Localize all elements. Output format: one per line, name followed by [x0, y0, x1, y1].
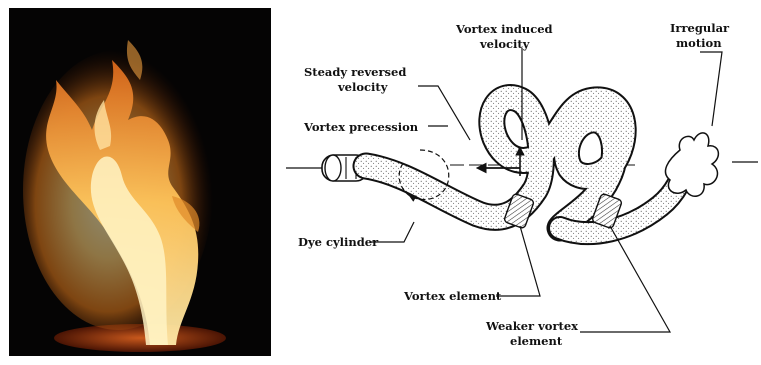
- label-weaker-line2: element: [510, 334, 563, 348]
- label-irregular-line1: Irregular: [670, 21, 730, 35]
- label-weaker-line1: Weaker vortex: [485, 319, 578, 333]
- label-vortex-induced-line1: Vortex induced: [455, 22, 553, 36]
- label-vortex-induced-velocity: Vortex induced velocity: [455, 22, 557, 51]
- label-weaker-vortex-element: Weaker vortex element: [485, 319, 582, 348]
- irregular-region: [665, 133, 718, 196]
- label-steady-reversed-velocity: Steady reversed velocity: [304, 65, 410, 94]
- label-vortex-induced-line2: velocity: [479, 37, 530, 51]
- label-irregular-motion: Irregular motion: [670, 21, 733, 50]
- vortex-element-band: [504, 193, 535, 229]
- label-steady-reversed-line2: velocity: [337, 80, 388, 94]
- burner-rim: [54, 324, 226, 352]
- vortex-diagram: Vortex induced velocity Irregular motion…: [286, 21, 758, 348]
- label-vortex-element: Vortex element: [403, 289, 502, 303]
- label-dye-cylinder: Dye cylinder: [298, 235, 379, 249]
- label-vortex-precession: Vortex precession: [303, 120, 419, 134]
- flame-photo: [9, 8, 271, 356]
- label-irregular-line2: motion: [676, 36, 722, 50]
- label-steady-reversed-line1: Steady reversed: [304, 65, 406, 79]
